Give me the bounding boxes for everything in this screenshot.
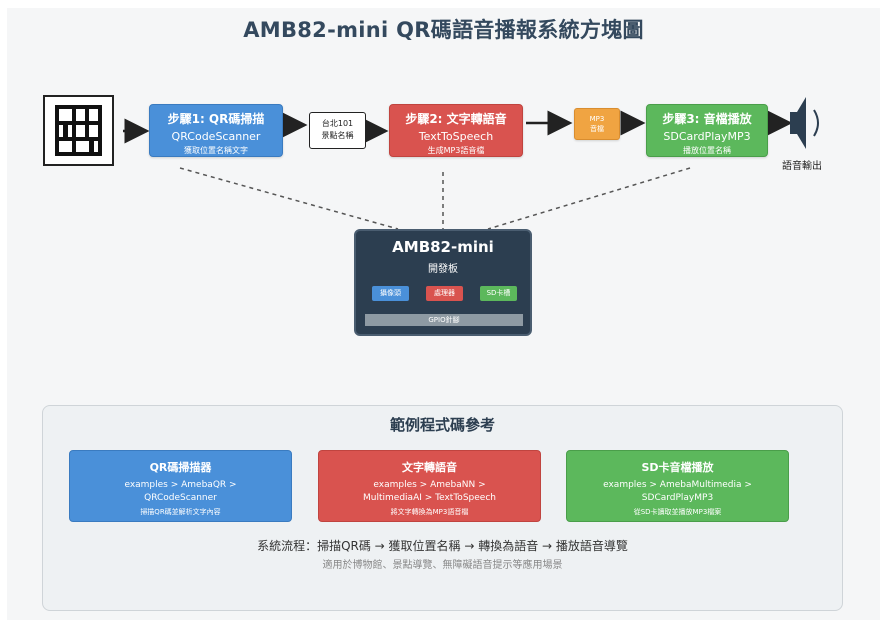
- ref-qr-title: QR碼掃描器: [149, 461, 212, 474]
- step1-desc: 獲取位置名稱文字: [184, 146, 248, 155]
- ref-qr-path1: examples > AmebaQR >: [124, 480, 237, 490]
- camera-chip: 攝像頭: [372, 286, 409, 301]
- ref-tts-desc: 將文字轉換為MP3語音檔: [390, 508, 469, 516]
- ref-sd-path1: examples > AmebaMultimedia >: [603, 480, 752, 490]
- step2-title: 步驟2: 文字轉語音: [405, 112, 507, 126]
- ref-sd-title: SD卡音檔播放: [641, 461, 714, 474]
- step2-tts-node: 步驟2: 文字轉語音 TextToSpeech 生成MP3語音檔: [389, 104, 523, 157]
- processor-chip: 處理器: [426, 286, 463, 301]
- usage-scenarios-text: 適用於博物館、景點導覽、無障礙語音提示等應用場景: [322, 560, 563, 571]
- step3-playback-node: 步驟3: 音檔播放 SDCardPlayMP3 播放位置名稱: [646, 104, 768, 157]
- example-code-reference-panel: 範例程式碼參考 QR碼掃描器 examples > AmebaQR > QRCo…: [42, 405, 843, 611]
- speaker-icon: [790, 97, 819, 149]
- step1-qr-scan-node: 步驟1: QR碼掃描 QRCodeScanner 獲取位置名稱文字: [149, 104, 283, 157]
- step1-title: 步驟1: QR碼掃描: [167, 112, 265, 126]
- step3-desc: 播放位置名稱: [683, 146, 731, 155]
- step1-subtitle: QRCodeScanner: [171, 130, 261, 143]
- ref-sd-path2: SDCardPlayMP3: [641, 493, 714, 503]
- mp3-file-node: MP3 音檔: [574, 108, 620, 140]
- ref-sd-desc: 從SD卡讀取並播放MP3檔案: [633, 508, 722, 516]
- ref-tts-path2: MultimediaAI > TextToSpeech: [363, 493, 496, 503]
- location-name-label: 台北101 景點名稱: [309, 112, 366, 149]
- diagram-title: AMB82-mini QR碼語音播報系統方塊圖: [243, 18, 644, 42]
- sd-slot-chip: SD卡槽: [480, 286, 517, 301]
- ref-tts-path1: examples > AmebaNN >: [373, 480, 486, 490]
- location-line2: 景點名稱: [321, 131, 354, 140]
- dashed-connector-step3: [487, 167, 691, 230]
- reference-title: 範例程式碼參考: [389, 416, 495, 434]
- qr-code-icon: [43, 95, 114, 166]
- reference-card-tts: 文字轉語音 examples > AmebaNN > MultimediaAI …: [318, 450, 541, 522]
- reference-card-sd: SD卡音檔播放 examples > AmebaMultimedia > SDC…: [566, 450, 789, 522]
- dashed-connector-step1: [179, 167, 399, 230]
- ref-qr-desc: 掃描QR碼並解析文字內容: [140, 508, 221, 516]
- reference-card-qr: QR碼掃描器 examples > AmebaQR > QRCodeScanne…: [69, 450, 292, 522]
- system-flow-text: 系統流程：掃描QR碼 → 獲取位置名稱 → 轉換為語音 → 播放語音導覽: [257, 539, 628, 553]
- amb82-mini-board: AMB82-mini 開發板 攝像頭 處理器 SD卡槽 GPIO針腳: [354, 229, 532, 336]
- speaker-output-label: 語音輸出: [782, 161, 822, 172]
- location-line1: 台北101: [321, 119, 354, 128]
- step3-title: 步驟3: 音檔播放: [662, 112, 752, 126]
- gpio-pins-bar: GPIO針腳: [365, 314, 523, 326]
- mp3-line2: 音檔: [590, 125, 604, 133]
- board-subtitle: 開發板: [428, 264, 458, 275]
- mp3-line1: MP3: [589, 115, 605, 123]
- ref-qr-path2: QRCodeScanner: [144, 493, 217, 503]
- step3-subtitle: SDCardPlayMP3: [663, 130, 751, 143]
- step2-subtitle: TextToSpeech: [418, 130, 494, 143]
- board-title: AMB82-mini: [392, 238, 494, 256]
- ref-tts-title: 文字轉語音: [402, 461, 457, 474]
- step2-desc: 生成MP3語音檔: [427, 146, 485, 155]
